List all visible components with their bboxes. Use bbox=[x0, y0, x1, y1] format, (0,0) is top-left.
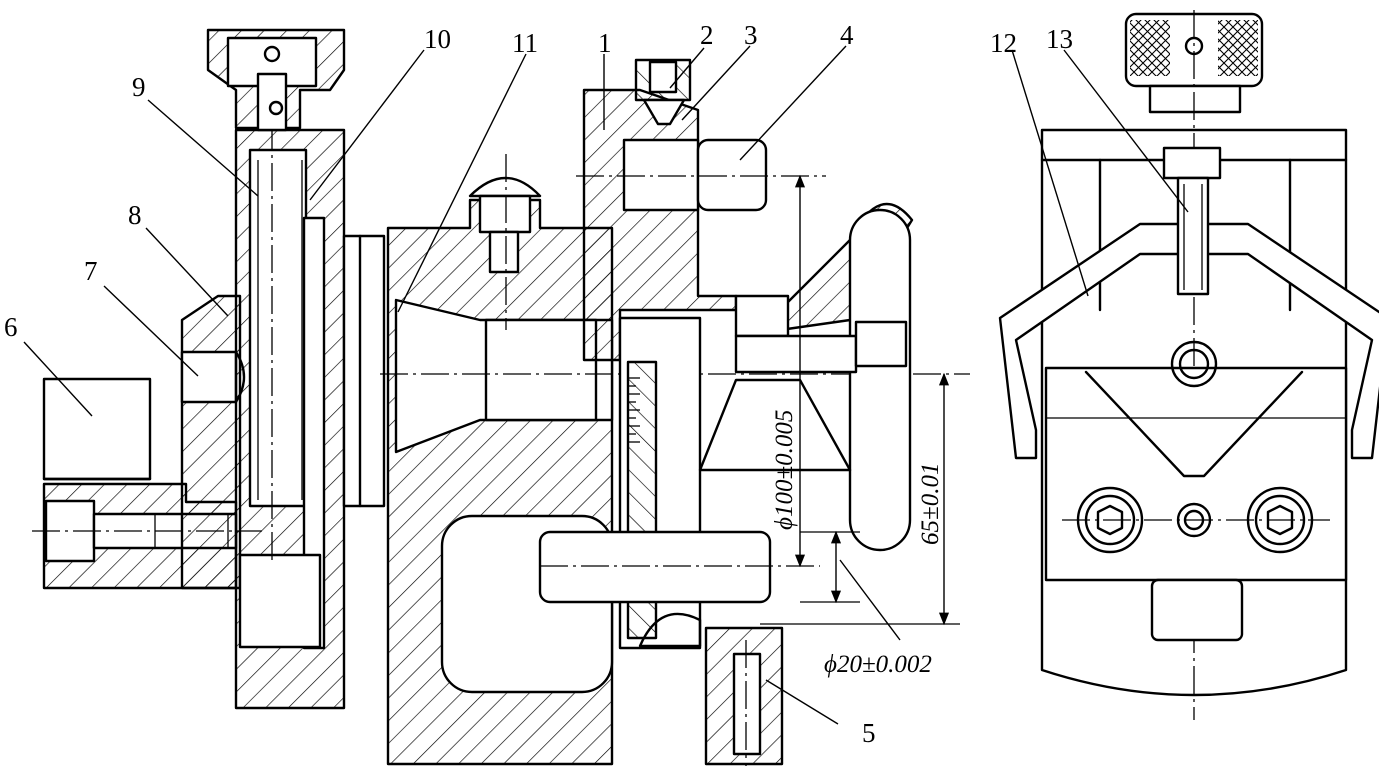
dim-diameter-100: ϕ100±0.005 bbox=[771, 410, 798, 530]
label-11: 11 bbox=[512, 28, 538, 58]
label-10: 10 bbox=[424, 24, 451, 54]
label-6: 6 bbox=[4, 312, 18, 342]
lower-pin bbox=[538, 530, 820, 604]
label-13: 13 bbox=[1046, 24, 1073, 54]
side-v-block bbox=[1044, 340, 1348, 642]
dimension-labels: ϕ100±0.005 65±0.01 ϕ20±0.002 bbox=[771, 410, 944, 678]
part-1-top-housing bbox=[576, 58, 826, 362]
part-number-labels: 1 2 3 4 5 6 7 8 9 10 11 12 13 bbox=[4, 20, 1073, 748]
top-pin-knob bbox=[468, 154, 542, 330]
part-5-base-bolt bbox=[704, 626, 784, 766]
scale-ticks bbox=[628, 377, 640, 443]
side-knurled-knob bbox=[1124, 12, 1264, 114]
label-2: 2 bbox=[700, 20, 714, 50]
part-8-flange-block bbox=[180, 294, 246, 590]
main-housing bbox=[380, 198, 970, 766]
dimension-lines bbox=[760, 174, 960, 641]
side-clamp-arm bbox=[998, 146, 1379, 460]
part-9-knob bbox=[206, 28, 346, 132]
side-view bbox=[998, 10, 1379, 720]
part-6-end-block bbox=[42, 377, 152, 481]
dim-diameter-20: ϕ20±0.002 bbox=[824, 651, 932, 678]
label-9: 9 bbox=[132, 72, 146, 102]
dim-height-65: 65±0.01 bbox=[917, 463, 944, 545]
label-leaders bbox=[23, 45, 1189, 725]
part-10-index-plate bbox=[234, 40, 346, 710]
label-4: 4 bbox=[840, 20, 854, 50]
label-12: 12 bbox=[990, 28, 1017, 58]
label-3: 3 bbox=[744, 20, 758, 50]
handwheel-assembly bbox=[698, 202, 914, 552]
clamp-ring bbox=[342, 234, 386, 508]
label-7: 7 bbox=[84, 256, 98, 286]
label-5: 5 bbox=[862, 718, 876, 748]
label-8: 8 bbox=[128, 200, 142, 230]
label-1: 1 bbox=[598, 28, 612, 58]
